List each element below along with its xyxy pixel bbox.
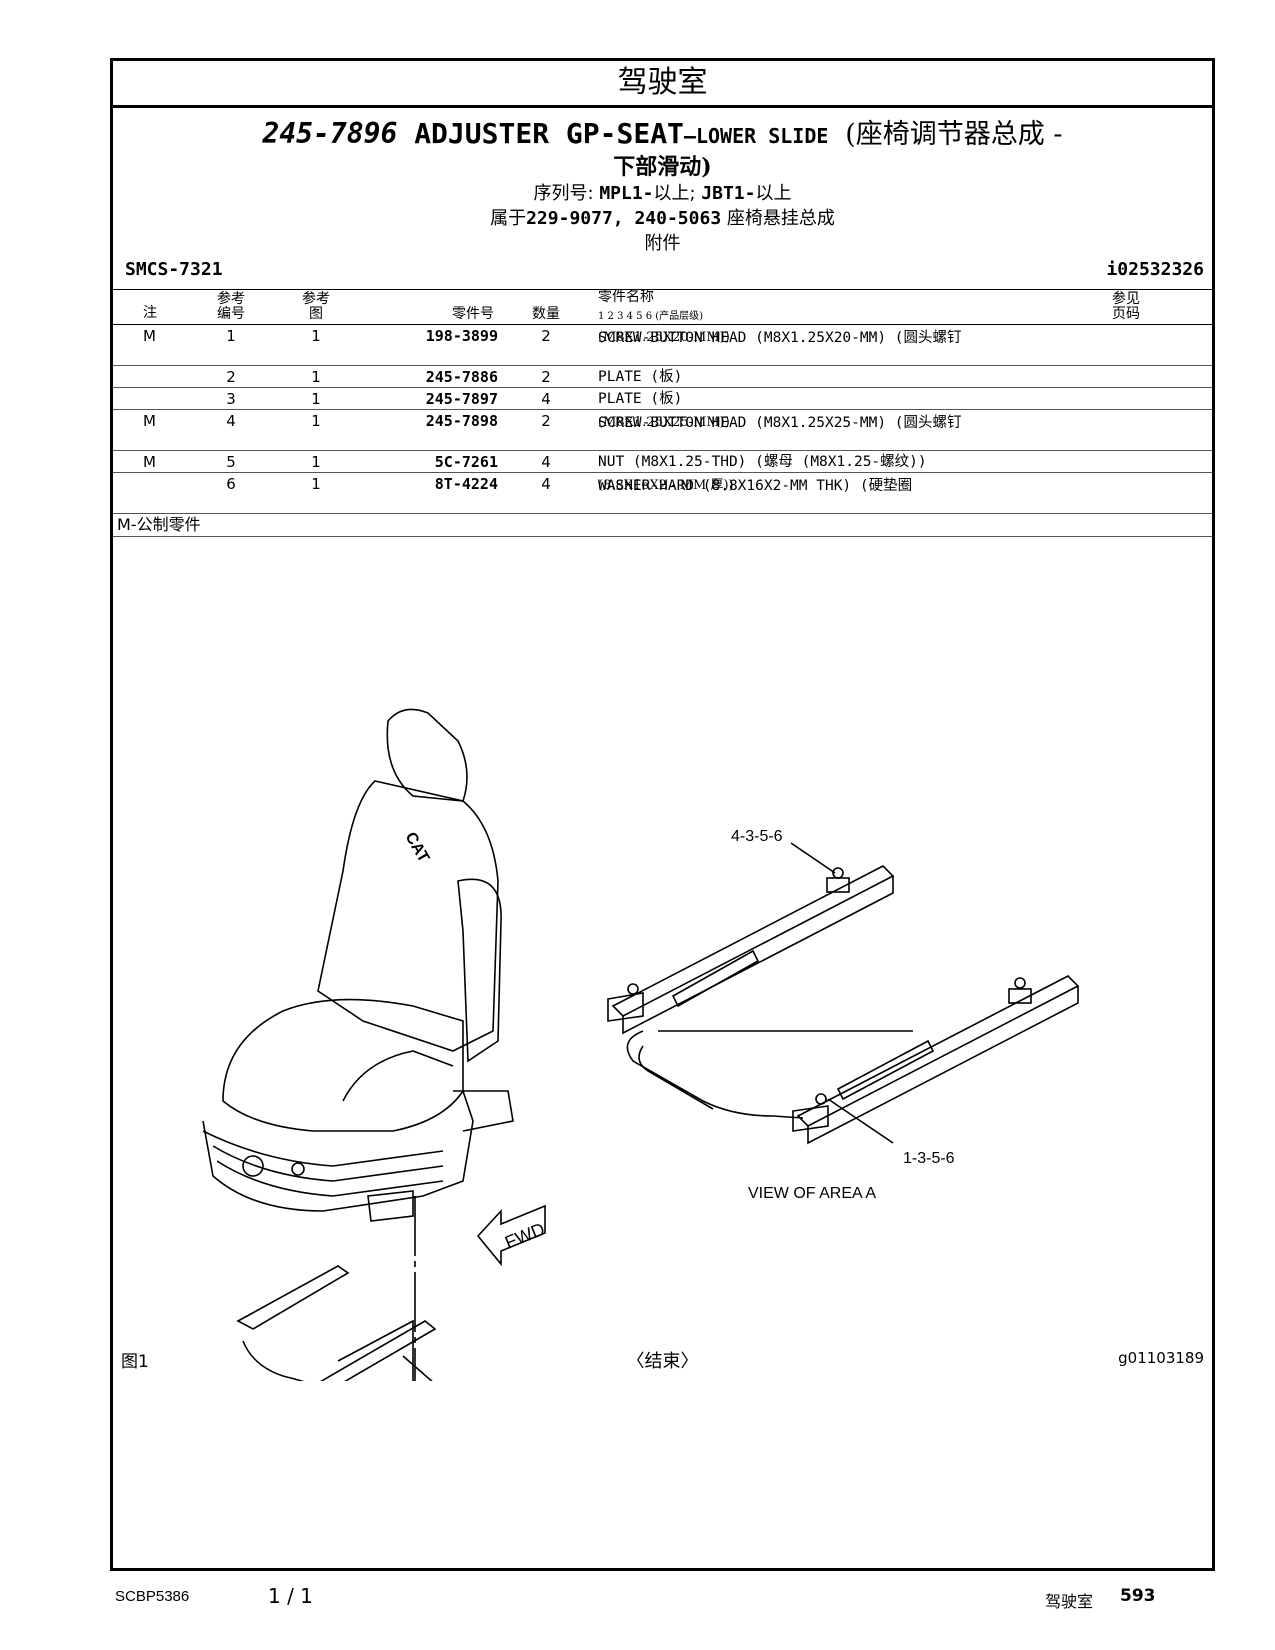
cell-name: PLATE (板) bbox=[598, 369, 683, 385]
attachment-label: 附件 bbox=[644, 233, 681, 254]
cell-qty: 2 bbox=[541, 368, 551, 386]
cell-part: 245-7898 bbox=[425, 412, 498, 430]
view-caption: VIEW OF AREA A bbox=[748, 1185, 876, 1202]
table-row: 2 1 245-7886 2 PLATE (板) bbox=[113, 366, 1212, 388]
cell-part: 245-7886 bbox=[425, 368, 498, 386]
label-a: A bbox=[343, 1379, 357, 1381]
hdr-note: 注 bbox=[143, 305, 157, 321]
cell-fig: 1 bbox=[311, 453, 321, 471]
footer-page-of: 1 / 1 bbox=[268, 1584, 313, 1608]
hdr-ref-1: 参考 bbox=[217, 291, 245, 307]
table-header: 注 参考 编号 参考 图 零件号 数量 零件名称 1 2 3 4 5 6 (产品… bbox=[113, 290, 1212, 325]
cat-logo: CAT bbox=[402, 830, 433, 866]
cell-name-2: (M8X1.25X25-MM)) bbox=[598, 415, 730, 430]
cell-qty: 2 bbox=[541, 412, 551, 430]
hdr-ref-2: 编号 bbox=[217, 306, 245, 322]
cell-part: 198-3899 bbox=[425, 327, 498, 345]
section-band: 驾驶室 bbox=[113, 61, 1212, 108]
hdr-qty: 数量 bbox=[532, 306, 560, 322]
figure-label: 图1 bbox=[121, 1352, 149, 1372]
cell-name: PLATE (板) bbox=[598, 391, 683, 407]
cell-part: 245-7897 bbox=[425, 390, 498, 408]
cell-fig: 1 bbox=[311, 475, 321, 493]
cell-name-2: (M8X1.25X20-MM)) bbox=[598, 330, 730, 345]
serial-label: 序列号: bbox=[533, 183, 600, 204]
title-block: 245-7896 ADJUSTER GP-SEAT—LOWER SLIDE (座… bbox=[113, 117, 1212, 256]
parts-table: 注 参考 编号 参考 图 零件号 数量 零件名称 1 2 3 4 5 6 (产品… bbox=[113, 289, 1212, 537]
callout-top: 4-3-5-6 bbox=[731, 828, 783, 845]
cell-name: NUT (M8X1.25-THD) (螺母 (M8X1.25-螺纹)) bbox=[598, 454, 927, 470]
footer-section: 驾驶室 bbox=[1045, 1592, 1094, 1611]
table-row: M 4 1 245-7898 2 SCREW-BUTTON HEAD (M8X1… bbox=[113, 410, 1212, 451]
part-name: ADJUSTER GP-SEAT bbox=[414, 117, 684, 150]
hdr-name-1: 零件名称 bbox=[598, 289, 654, 305]
part-name-cn: (座椅调节器总成 - bbox=[845, 119, 1063, 150]
cell-fig: 1 bbox=[311, 327, 321, 345]
cell-note: M bbox=[143, 327, 156, 345]
hdr-name-2: 1 2 3 4 5 6 (产品层级) bbox=[598, 311, 704, 322]
illustration-id: i02532326 bbox=[1106, 259, 1204, 280]
table-row: M 5 1 5C-7261 4 NUT (M8X1.25-THD) (螺母 (M… bbox=[113, 451, 1212, 473]
cell-qty: 4 bbox=[541, 390, 551, 408]
callout-bottom: 1-3-5-6 bbox=[903, 1150, 955, 1167]
hdr-fig-1: 参考 bbox=[302, 291, 330, 307]
hdr-see-2: 页码 bbox=[1112, 306, 1140, 322]
table-row: 6 1 8T-4224 4 WASHER-HARD (8.8X16X2-MM T… bbox=[113, 473, 1212, 514]
belongs-parts: 229-9077, 240-5063 bbox=[526, 208, 722, 229]
cell-ref: 3 bbox=[226, 390, 236, 408]
cell-fig: 1 bbox=[311, 412, 321, 430]
cell-ref: 5 bbox=[226, 453, 236, 471]
serial-1-cn: 以上; bbox=[653, 183, 702, 204]
page-frame: 驾驶室 245-7896 ADJUSTER GP-SEAT—LOWER SLID… bbox=[110, 58, 1215, 1571]
cell-note: M bbox=[143, 453, 156, 471]
footer-page: 593 bbox=[1120, 1586, 1156, 1606]
parts-illustration: 4-3-5-6 1-3-5-6 VIEW OF AREA A FWD CAT A… bbox=[202, 708, 1080, 1381]
cell-ref: 4 bbox=[226, 412, 236, 430]
table-row: 3 1 245-7897 4 PLATE (板) bbox=[113, 388, 1212, 410]
belongs-line: 属于229-9077, 240-5063 座椅悬挂总成 bbox=[113, 206, 1212, 231]
cell-fig: 1 bbox=[311, 368, 321, 386]
graphic-number: g01103189 bbox=[1118, 1349, 1204, 1367]
hdr-see-1: 参见 bbox=[1112, 291, 1140, 307]
belongs-label: 属于 bbox=[490, 208, 527, 229]
cell-name-1: SCREW-BUTTON HEAD (M8X1.25X20-MM) (圆头螺钉 bbox=[598, 330, 962, 346]
serial-2-cn: 以上 bbox=[755, 183, 792, 204]
cell-qty: 2 bbox=[541, 327, 551, 345]
cell-part: 8T-4224 bbox=[434, 475, 498, 493]
serial-1: MPL1- bbox=[599, 183, 654, 204]
cell-name-1: WASHER-HARD (8.8X16X2-MM THK) (硬垫圈 bbox=[598, 478, 913, 494]
cell-ref: 6 bbox=[226, 475, 236, 493]
footer-doc: SCBP5386 bbox=[115, 1588, 190, 1605]
belongs-cn: 座椅悬挂总成 bbox=[721, 208, 835, 229]
part-name-sub: —LOWER SLIDE bbox=[683, 124, 829, 148]
cell-note: M bbox=[143, 412, 156, 430]
table-row: M 1 1 198-3899 2 SCREW-BUTTON HEAD (M8X1… bbox=[113, 325, 1212, 366]
cell-ref: 1 bbox=[226, 327, 236, 345]
hdr-fig-2: 图 bbox=[309, 306, 323, 322]
cell-fig: 1 bbox=[311, 390, 321, 408]
cell-name-2: (8.8X16X2 - MM 厚)) bbox=[598, 478, 734, 493]
serial-2: JBT1- bbox=[701, 183, 756, 204]
cell-qty: 4 bbox=[541, 453, 551, 471]
cell-qty: 4 bbox=[541, 475, 551, 493]
part-name-cn-2: 下部滑动) bbox=[613, 154, 712, 180]
smcs-code: SMCS-7321 bbox=[125, 259, 223, 280]
part-number: 245-7896 bbox=[262, 117, 398, 150]
fwd-label: FWD bbox=[502, 1219, 547, 1253]
cell-name-1: SCREW-BUTTON HEAD (M8X1.25X25-MM) (圆头螺钉 bbox=[598, 415, 962, 431]
serial-line: 序列号: MPL1-以上; JBT1-以上 bbox=[113, 181, 1212, 206]
title-line: 245-7896 ADJUSTER GP-SEAT—LOWER SLIDE (座… bbox=[113, 117, 1212, 153]
end-mark: 〈结束〉 bbox=[626, 1351, 699, 1372]
metric-note-row: M-公制零件 bbox=[113, 514, 1212, 537]
cell-ref: 2 bbox=[226, 368, 236, 386]
cell-part: 5C-7261 bbox=[434, 453, 498, 471]
hdr-part: 零件号 bbox=[452, 306, 494, 322]
metric-note: M-公制零件 bbox=[117, 515, 201, 534]
